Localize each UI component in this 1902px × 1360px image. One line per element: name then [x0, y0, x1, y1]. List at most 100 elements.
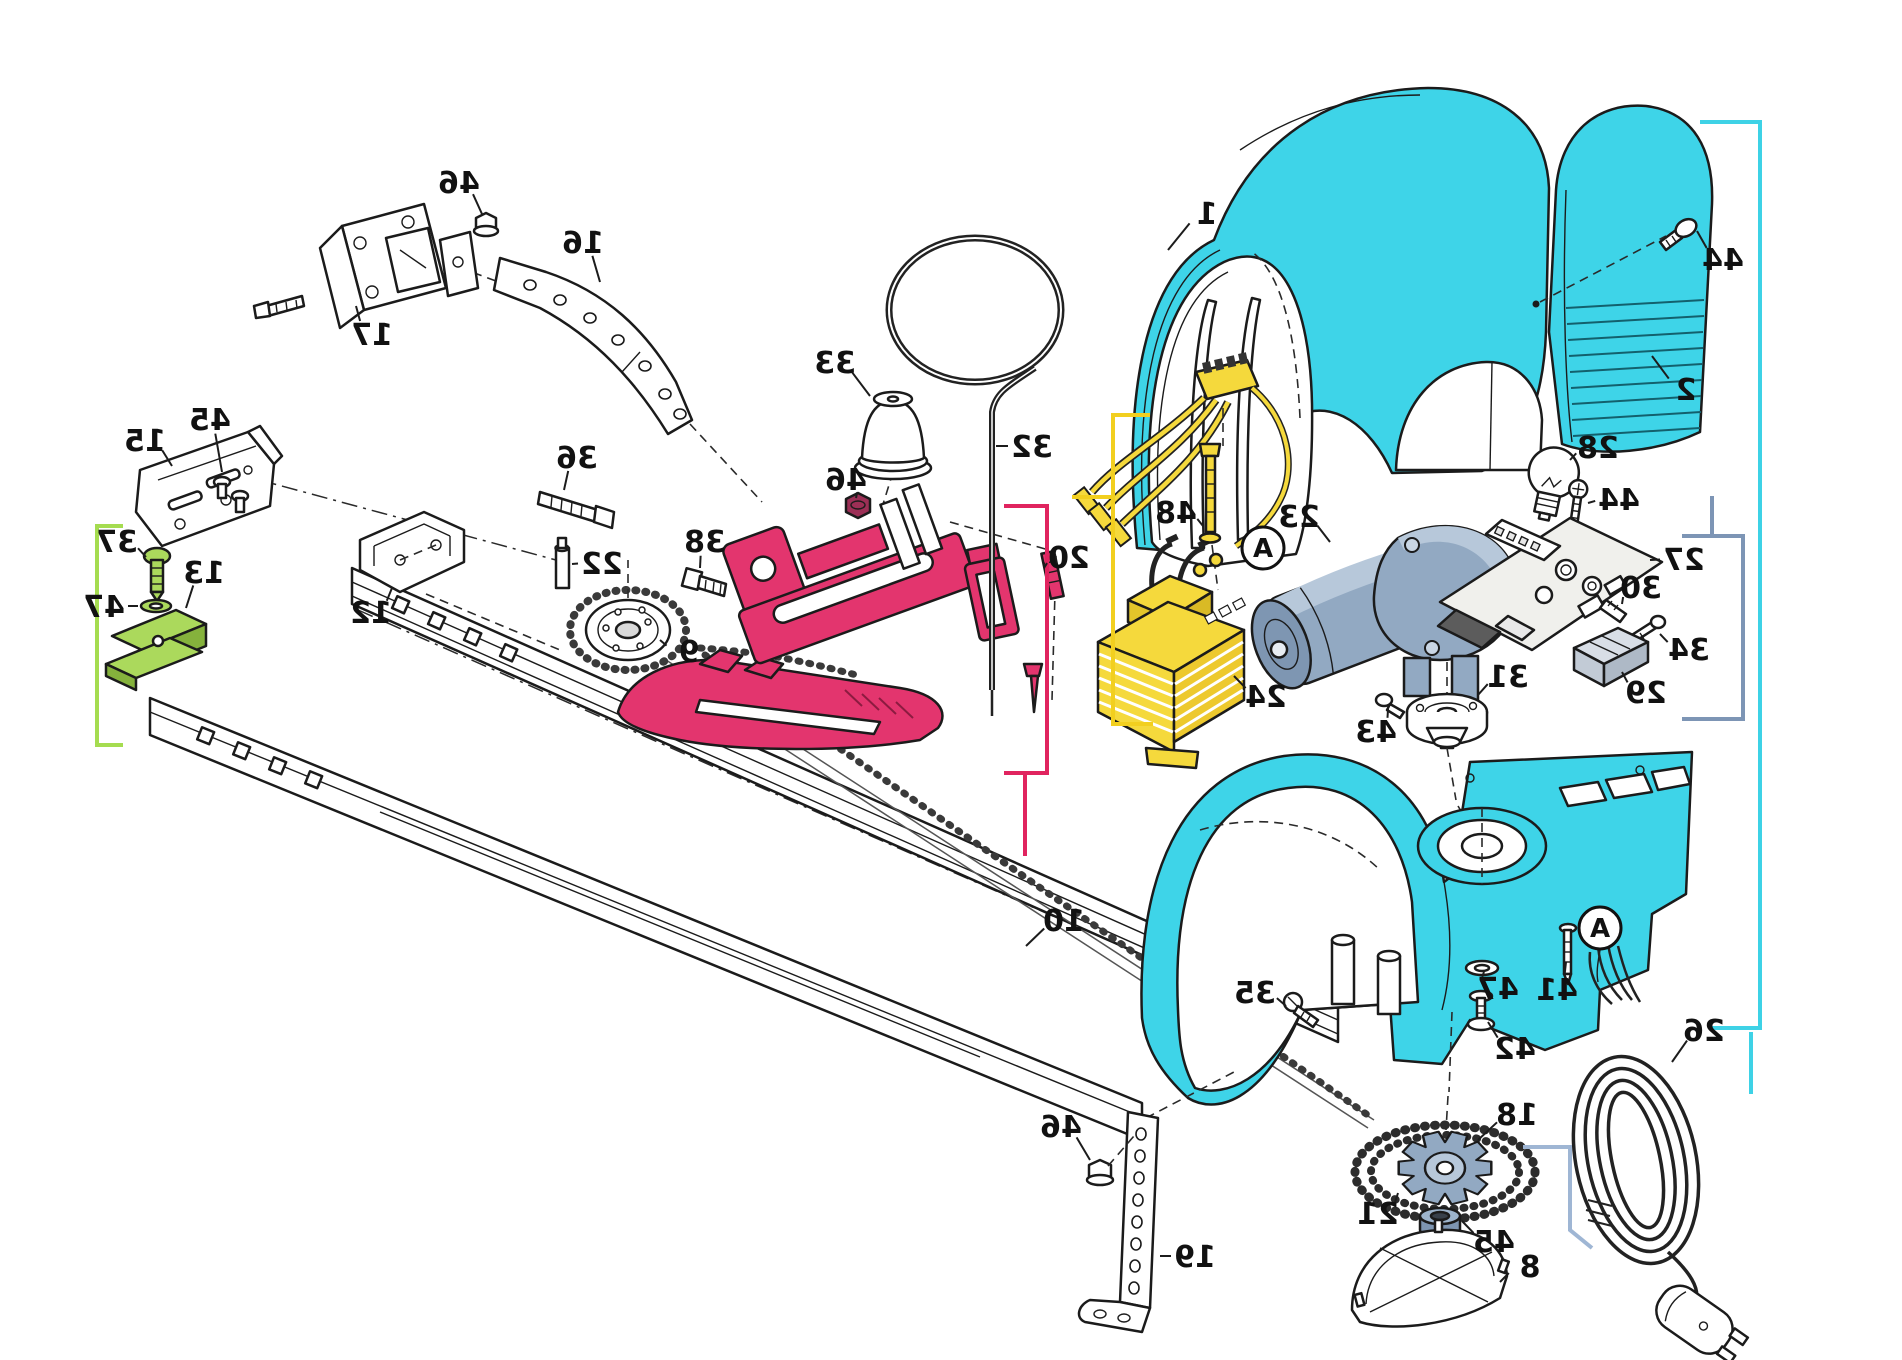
leader-line-2: [1651, 355, 1670, 380]
part-label-16: 16: [562, 226, 604, 261]
hex-nut-bottom: [1085, 1135, 1135, 1187]
part-label-46: 46: [825, 463, 867, 498]
part-label-1: 1: [1197, 197, 1218, 232]
part-label-31: 31: [1487, 660, 1529, 695]
idler-pulley-chain: [566, 560, 690, 674]
transformer: [1096, 533, 1247, 770]
leader-line-34: [1659, 633, 1669, 643]
wiring-harness: [1072, 352, 1292, 591]
leader-line-13: [185, 585, 195, 609]
crimson-range-bracket: [1004, 504, 1049, 775]
leader-line-33: [851, 371, 871, 397]
push-nut: [844, 491, 872, 520]
yellow-range-bracket: [1111, 413, 1153, 726]
leader-line-37: [137, 547, 147, 558]
leader-line-35: [1276, 997, 1287, 1007]
part-label-20: 20: [1048, 541, 1090, 576]
leader-line-47: [1481, 971, 1485, 978]
leader-line-46: [1075, 1136, 1091, 1161]
trolley-lower-shell: [616, 648, 944, 751]
part-label-47: 47: [1477, 972, 1519, 1007]
leader-line-43: [1386, 708, 1389, 718]
leader-line-17: [355, 305, 362, 322]
part-label-30: 30: [1620, 571, 1662, 606]
leader-line-30: [1621, 596, 1625, 605]
part-label-17: 17: [351, 318, 393, 353]
circled-letter-text: A: [1590, 914, 1610, 944]
sprocket: [1397, 1095, 1493, 1206]
label-leaders: [128, 193, 1708, 1283]
part-label-26: 26: [1683, 1014, 1725, 1049]
rivets: [212, 475, 250, 514]
part-label-37: 37: [96, 525, 138, 560]
part-label-23: 23: [1278, 500, 1320, 535]
cover-screw: [1658, 217, 1698, 252]
motor: [1250, 524, 1519, 750]
part-label-47: 47: [83, 590, 125, 625]
leader-line-20: [1043, 562, 1048, 569]
leader-line-12: [385, 587, 393, 602]
green-screw: [142, 546, 172, 603]
hex-nut-top: [472, 211, 500, 238]
part-label-18: 18: [1496, 1098, 1538, 1133]
carriage-bolt: [536, 490, 616, 530]
leader-line-22: [571, 562, 579, 565]
set-screw: [680, 566, 728, 598]
part-label-22: 22: [581, 547, 623, 582]
circled-letter: A: [1240, 525, 1286, 571]
part-label-15: 15: [124, 424, 166, 459]
part-label-41: 41: [1536, 973, 1578, 1008]
lamp-cover: [1131, 86, 1551, 568]
part-label-44: 44: [1598, 483, 1640, 518]
leader-line-16: [591, 255, 601, 283]
part-label-27: 27: [1663, 543, 1705, 578]
part-label-46: 46: [438, 166, 480, 201]
leader-line-46: [855, 492, 859, 499]
leader-line-26: [1671, 1040, 1688, 1063]
clevis-pin: [554, 536, 571, 590]
part-label-33: 33: [814, 346, 856, 381]
leader-line-46: [472, 193, 483, 215]
range-brackets: [95, 120, 1762, 1250]
board-screw: [1598, 598, 1628, 624]
circled-letter: A: [1577, 905, 1623, 951]
leader-line-27: [1649, 558, 1661, 561]
part-label-46: 46: [1040, 1110, 1082, 1145]
power-cord: [1571, 943, 1750, 1360]
part-label-38: 38: [684, 525, 726, 560]
rail-screw: [1282, 991, 1320, 1029]
flange-bolt: [1466, 989, 1496, 1032]
part-label-32: 32: [1011, 430, 1053, 465]
leader-line-8: [1499, 1272, 1510, 1283]
output-flange: [1405, 662, 1489, 837]
u-bracket: [358, 510, 466, 594]
part-label-48: 48: [1155, 496, 1197, 531]
leader-line-9: [659, 639, 668, 647]
leader-line-31: [1477, 683, 1489, 696]
cyan-range-bracket: [1700, 120, 1762, 1030]
part-label-34: 34: [1668, 633, 1710, 668]
part-label-21: 21: [1357, 1197, 1399, 1232]
part-label-29: 29: [1625, 676, 1667, 711]
part-label-13: 13: [183, 556, 225, 591]
part-label-45: 45: [189, 403, 231, 438]
leader-line-23: [1316, 525, 1331, 543]
leader-line-45: [1461, 1220, 1475, 1234]
slate-chain-bracket: [1523, 1145, 1594, 1250]
hanger-bracket: [1077, 1071, 1235, 1334]
leader-line-44: [1696, 230, 1708, 249]
part-label-19: 19: [1174, 1240, 1216, 1275]
ribbed-cover-end: [1532, 104, 1714, 453]
leader-line-48: [1196, 518, 1204, 527]
part-label-12: 12: [350, 596, 392, 631]
circled-letter-text: A: [1253, 534, 1273, 564]
part-label-36: 36: [556, 441, 598, 476]
leader-line-29: [1621, 671, 1629, 683]
leader-line-18: [1477, 1121, 1498, 1141]
part-label-35: 35: [1234, 976, 1276, 1011]
part-label-9: 9: [679, 635, 700, 670]
door-arm: [492, 256, 694, 436]
part-label-43: 43: [1355, 715, 1397, 750]
part-label-28: 28: [1577, 431, 1619, 466]
